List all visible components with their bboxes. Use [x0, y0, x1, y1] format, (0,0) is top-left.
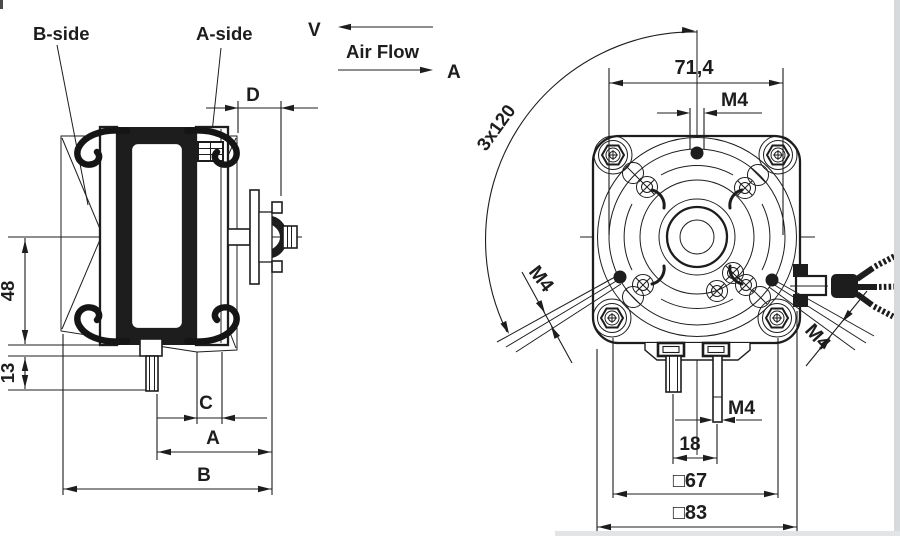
dim-m4-left-label: M4 [524, 262, 558, 297]
dim-a-label: A [206, 428, 220, 449]
dim-18-label: 18 [679, 434, 700, 455]
airflow-title: Air Flow [346, 41, 420, 62]
dim-m4-top: M4 [657, 89, 762, 149]
dim-m4-top-label: M4 [721, 89, 748, 111]
dim-square-67-label: □67 [673, 470, 707, 492]
dim-d: D [206, 85, 318, 196]
side-view: B-side A-side [0, 23, 318, 495]
airflow-v-label: V [308, 20, 321, 41]
terminal-pin-side [139, 338, 163, 392]
dim-48-label: 48 [0, 281, 18, 302]
airflow-legend: V Air Flow A [308, 20, 461, 83]
airflow-a-label: A [447, 62, 461, 83]
cable-sheath [831, 274, 858, 298]
dim-71-4-label: 71,4 [675, 57, 715, 79]
dim-18: 18 [672, 394, 718, 464]
cable-gland [790, 253, 900, 320]
dim-square-83: □83 [596, 311, 798, 531]
dim-13-label: 13 [0, 363, 18, 384]
dim-71-4: 71,4 [608, 57, 784, 235]
shaft-hub [227, 189, 298, 285]
a-side-label: A-side [196, 23, 253, 44]
wires [855, 253, 900, 320]
dim-m4-right-label: M4 [800, 320, 835, 355]
dim-square-67: □67 [612, 338, 779, 498]
dim-3x120-label: 3x120 [472, 100, 519, 154]
dim-b-label: B [197, 465, 211, 486]
mounting-hooks [74, 127, 240, 345]
dim-m4-pin: M4 [675, 397, 762, 424]
terminal-tab [644, 341, 751, 423]
dim-m4-pin-label: M4 [728, 397, 755, 419]
b-side-label: B-side [33, 23, 90, 44]
front-view: 3x120 71,4 M4 M [472, 26, 900, 531]
page-edge-bottom [555, 531, 900, 536]
dim-c-label: C [199, 393, 213, 414]
dim-48-13: 48 13 [0, 238, 146, 391]
side-labels: B-side A-side [33, 23, 253, 209]
dim-d-label: D [246, 85, 260, 106]
motor-body [74, 125, 240, 392]
dim-square-83-label: □83 [673, 502, 707, 524]
retainer-hooks [650, 188, 744, 286]
page-edge-right [894, 0, 900, 536]
dim-c-a-b: C A B [62, 262, 273, 495]
scan-artifact [0, 0, 3, 9]
